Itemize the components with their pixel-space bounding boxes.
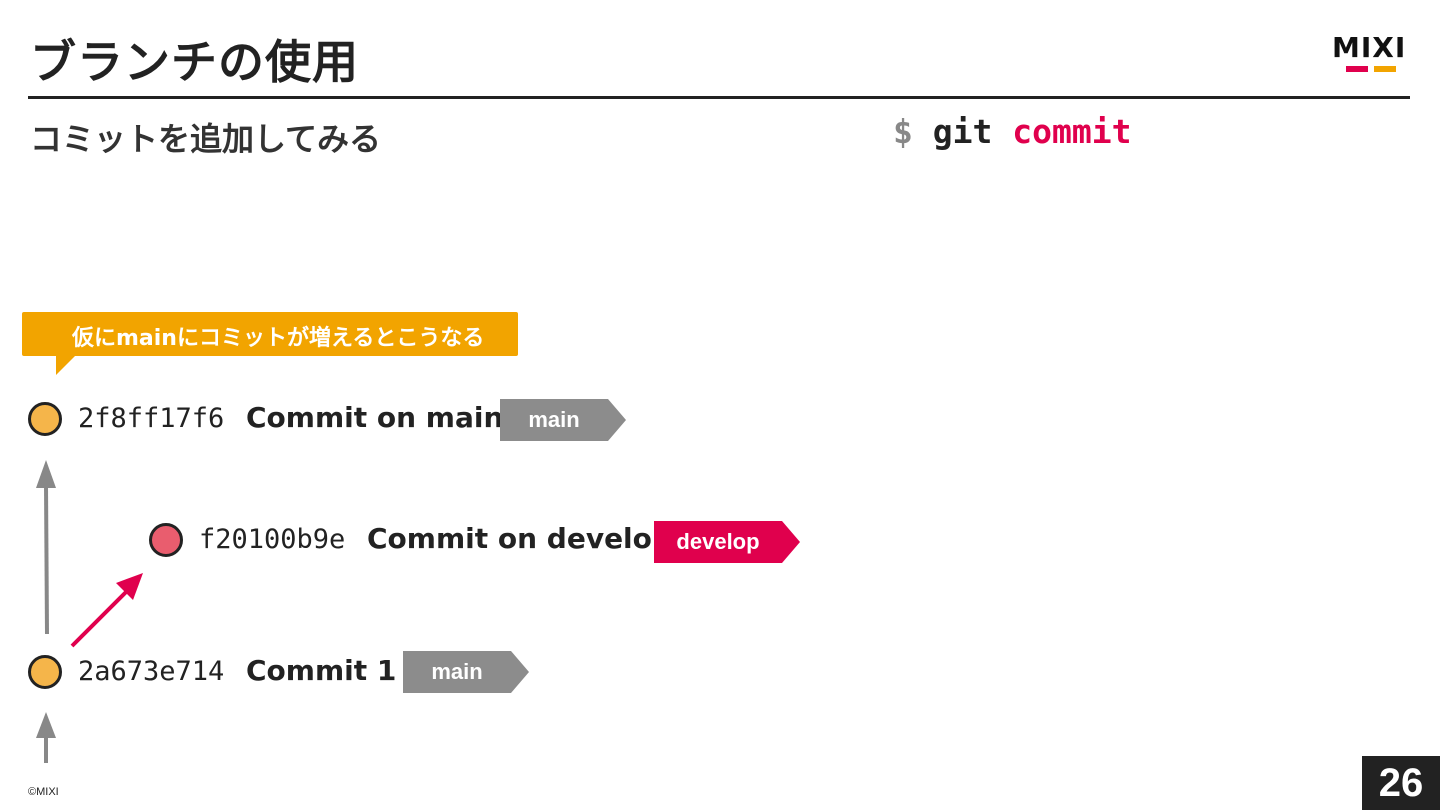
- commit-message: Commit 1: [246, 654, 397, 687]
- copyright: ©MIXI: [28, 786, 59, 798]
- page-number: 26: [1362, 756, 1440, 810]
- callout-tail: [56, 355, 76, 375]
- branch-tag-main: main: [403, 651, 529, 693]
- arrow-develop: [70, 573, 143, 648]
- slide-title: ブランチの使用: [30, 35, 359, 89]
- command-prompt: $: [893, 112, 913, 151]
- commit-hash: 2f8ff17f6: [78, 403, 225, 434]
- git-command: $ git commit: [893, 112, 1131, 151]
- arrow-main-up-bottom: [36, 712, 56, 763]
- commit-hash: f20100b9e: [199, 524, 346, 555]
- title-divider: [28, 96, 1410, 99]
- logo-bars: [1332, 66, 1412, 72]
- commit-node-base: [28, 655, 62, 689]
- mixi-logo: MIXI: [1332, 34, 1412, 76]
- arrow-main-up-top: [36, 460, 56, 635]
- slide-subtitle: コミットを追加してみる: [30, 120, 382, 158]
- logo-bar-orange: [1374, 66, 1396, 72]
- commit-node-develop: [149, 523, 183, 557]
- command-tool: git: [932, 112, 993, 151]
- branch-tag-develop: develop: [654, 521, 800, 563]
- commit-node-main-head: [28, 402, 62, 436]
- logo-bar-red: [1346, 66, 1368, 72]
- commit-message: Commit on main: [246, 401, 504, 434]
- branch-tag-main: main: [500, 399, 626, 441]
- callout-box: 仮にmainにコミットが増えるとこうなる: [22, 312, 518, 356]
- commit-message: Commit on develop: [367, 522, 672, 555]
- command-subcommand: commit: [1012, 112, 1132, 151]
- commit-hash: 2a673e714: [78, 656, 225, 687]
- callout-text: 仮にmainにコミットが増えるとこうなる: [72, 326, 485, 351]
- logo-text: MIXI: [1332, 31, 1407, 64]
